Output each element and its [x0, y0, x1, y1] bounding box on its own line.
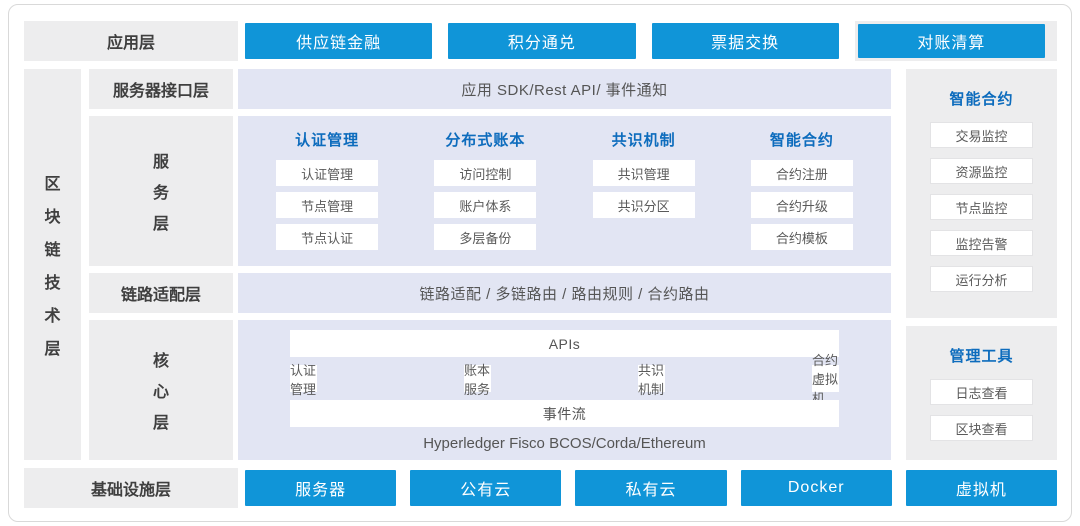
core-layer-label: 核心层	[89, 320, 233, 460]
service-column-smart-contract: 智能合约 合约注册 合约升级 合约模板	[723, 128, 881, 256]
blockchain-platforms-text: Hyperledger Fisco BCOS/Corda/Ethereum	[423, 435, 706, 452]
infra-block-server: 服务器	[245, 470, 397, 506]
service-item-box: 账户体系	[434, 192, 537, 218]
panel-item-box: 监控告警	[930, 230, 1033, 256]
core-module-box: 共识机制	[638, 362, 665, 397]
application-buttons: 供应链金融 积分通兑 票据交换 对账清算	[245, 21, 1057, 61]
service-column-header: 共识机制	[611, 131, 676, 149]
layer-content-column: 应用 SDK/Rest API/ 事件通知 认证管理 认证管理 节点管理 节点认…	[238, 69, 891, 460]
panel-header: 管理工具	[949, 348, 1014, 365]
architecture-diagram-card: 应用层 供应链金融 积分通兑 票据交换 对账清算 区块链技术层 服务器接口层 服…	[8, 4, 1072, 522]
core-module-box: 认证管理	[290, 362, 317, 397]
app-block-bill-exchange: 票据交换	[651, 23, 839, 59]
event-stream-bar: 事件流	[290, 400, 839, 427]
infra-block-private-cloud: 私有云	[575, 470, 727, 506]
panel-item-box: 节点监控	[930, 194, 1033, 220]
interface-layer-content: 应用 SDK/Rest API/ 事件通知	[238, 69, 891, 109]
infra-block-public-cloud: 公有云	[410, 470, 562, 506]
service-item-box: 节点认证	[276, 224, 379, 250]
service-item-box: 共识分区	[592, 192, 695, 218]
infrastructure-layer-label: 基础设施层	[24, 468, 238, 508]
core-module-box: 合约虚拟机	[812, 353, 839, 406]
service-layer-label: 服务层	[89, 116, 233, 266]
service-item-box: 合约升级	[750, 192, 853, 218]
panel-item-box: 交易监控	[930, 122, 1033, 148]
panel-item-box: 资源监控	[930, 158, 1033, 184]
link-layer-content: 链路适配 / 多链路由 / 路由规则 / 合约路由	[238, 273, 891, 313]
link-layer-label: 链路适配层	[89, 273, 233, 313]
service-column-header: 智能合约	[769, 131, 834, 149]
application-layer-row: 应用层 供应链金融 积分通兑 票据交换 对账清算	[24, 21, 1057, 61]
core-modules-row: 认证管理 账本服务 共识机制 合约虚拟机	[290, 353, 839, 406]
core-layer-panel: APIs 认证管理 账本服务 共识机制 合约虚拟机 事件流 Hyperledge…	[238, 320, 891, 460]
apis-bar: APIs	[290, 330, 839, 357]
sub-layer-labels-column: 服务器接口层 服务层 链路适配层 核心层	[89, 69, 233, 460]
service-column-auth: 认证管理 认证管理 节点管理 节点认证	[248, 128, 406, 256]
management-tools-panel: 管理工具 日志查看 区块查看	[906, 326, 1057, 460]
app-block-supply-chain-finance: 供应链金融	[245, 23, 433, 59]
blockchain-tech-layer-label: 区块链技术层	[24, 69, 81, 460]
service-column-header: 分布式账本	[445, 131, 526, 149]
infra-block-docker: Docker	[740, 470, 892, 506]
panel-header: 智能合约	[949, 91, 1014, 108]
panel-item-box: 区块查看	[930, 415, 1033, 441]
panel-item-box: 日志查看	[930, 379, 1033, 405]
smart-contract-monitor-panel: 智能合约 交易监控 资源监控 节点监控 监控告警 运行分析	[906, 69, 1057, 318]
blockchain-tech-layer-row: 区块链技术层 服务器接口层 服务层 链路适配层 核心层 应用 SDK/Rest …	[24, 69, 1057, 460]
service-column-ledger: 分布式账本 访问控制 账户体系 多层备份	[406, 128, 564, 256]
infrastructure-layer-row: 基础设施层 服务器 公有云 私有云 Docker 虚拟机	[24, 468, 1058, 508]
service-item-box: 多层备份	[434, 224, 537, 250]
service-item-box: 共识管理	[592, 160, 695, 186]
app-block-reconciliation: 对账清算	[857, 24, 1045, 58]
core-module-box: 账本服务	[464, 362, 491, 397]
panel-item-box: 运行分析	[930, 266, 1033, 292]
service-column-header: 认证管理	[295, 131, 360, 149]
service-item-box: 访问控制	[434, 160, 537, 186]
service-item-box: 合约注册	[750, 160, 853, 186]
service-item-box: 认证管理	[276, 160, 379, 186]
right-panels-column: 智能合约 交易监控 资源监控 节点监控 监控告警 运行分析 管理工具 日志查看 …	[906, 69, 1057, 460]
infrastructure-buttons: 服务器 公有云 私有云 Docker 虚拟机	[245, 468, 1058, 508]
interface-layer-label: 服务器接口层	[89, 69, 233, 109]
application-layer-label: 应用层	[24, 21, 238, 61]
app-block-cell: 对账清算	[854, 21, 1057, 61]
service-item-box: 合约模板	[750, 224, 853, 250]
service-column-consensus: 共识机制 共识管理 共识分区	[565, 128, 723, 256]
service-layer-panel: 认证管理 认证管理 节点管理 节点认证 分布式账本 访问控制 账户体系 多层备份…	[238, 116, 891, 266]
app-block-points-exchange: 积分通兑	[448, 23, 636, 59]
infra-block-vm: 虚拟机	[905, 470, 1058, 506]
service-item-box: 节点管理	[276, 192, 379, 218]
